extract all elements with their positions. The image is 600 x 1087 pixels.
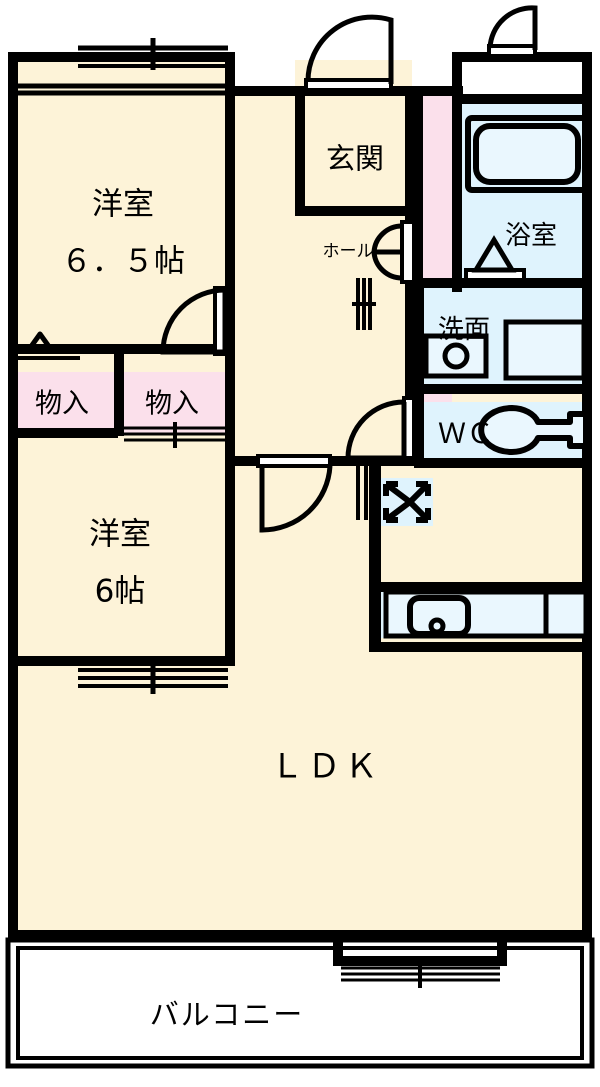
wall-storage1-bottom xyxy=(8,428,118,438)
wall-outer-left xyxy=(8,52,18,940)
wall-kitchen-bottom xyxy=(369,642,592,652)
wall-wc-bottom xyxy=(414,458,592,468)
bathroom-door[interactable] xyxy=(464,235,526,282)
washbasin xyxy=(423,333,489,379)
wall-top-between xyxy=(413,86,463,96)
wall-top-step-v xyxy=(225,52,235,96)
wall-storage-divider xyxy=(114,354,124,436)
wall-bed2-bottom xyxy=(8,656,235,666)
wall-bed2-right xyxy=(225,354,235,666)
balcony-rail-outer xyxy=(5,937,595,1069)
wall-genkan-left xyxy=(295,96,305,216)
wall-bed1-bottom xyxy=(8,344,235,354)
wall-wc-left xyxy=(414,392,424,468)
outside-left xyxy=(0,0,10,1087)
wall-closet-left xyxy=(413,96,423,422)
wall-washroom-bottom xyxy=(414,384,592,394)
wall-bath-top xyxy=(452,94,592,104)
bedroom-2-window xyxy=(78,662,228,694)
bedroom-2-door[interactable] xyxy=(256,454,333,533)
storage-1-door[interactable] xyxy=(18,331,80,360)
refrigerator-space xyxy=(383,481,431,523)
doors[interactable] xyxy=(160,5,538,533)
wall-kitchen-left xyxy=(369,466,381,652)
fixtures xyxy=(383,115,589,639)
meter-box-door[interactable] xyxy=(487,5,538,58)
kitchen-opening-marks xyxy=(356,466,368,520)
wall-genkan-hall-div xyxy=(295,206,415,216)
windows xyxy=(14,38,500,988)
balcony-rail-inner xyxy=(16,946,584,1060)
wall-outer-right xyxy=(582,52,592,940)
kitchen-sink xyxy=(383,589,589,639)
wall-washroom-top-left xyxy=(414,278,462,288)
hall-ldk-opening xyxy=(352,278,376,330)
wall-top-step-h xyxy=(225,86,297,96)
hall-closet-folding-door[interactable] xyxy=(371,220,416,284)
bathtub xyxy=(465,115,589,193)
wall-bed1-right xyxy=(225,86,235,354)
storage-1-fill xyxy=(12,372,114,434)
storage-2-sliding-door[interactable] xyxy=(124,422,226,448)
wall-meterbox-left xyxy=(452,52,462,104)
washing-machine-space xyxy=(503,319,587,381)
toilet-bowl xyxy=(478,405,589,455)
wall-kitchen-counter-top xyxy=(369,582,592,592)
wall-genkan-right xyxy=(405,96,415,216)
wc-door[interactable] xyxy=(345,396,416,461)
bedroom-1-window xyxy=(14,38,228,96)
entrance-door[interactable] xyxy=(304,14,394,92)
balcony-sliding-door[interactable] xyxy=(341,962,500,988)
wall-outer-bottom xyxy=(8,930,592,940)
wall-balcony-step-bottom xyxy=(333,956,507,966)
wall-bath-bottom xyxy=(452,278,592,288)
wall-bath-left xyxy=(452,104,462,286)
balcony-outline xyxy=(5,937,595,1069)
bedroom-1-door[interactable] xyxy=(160,286,240,356)
wall-washroom-left xyxy=(414,288,424,394)
